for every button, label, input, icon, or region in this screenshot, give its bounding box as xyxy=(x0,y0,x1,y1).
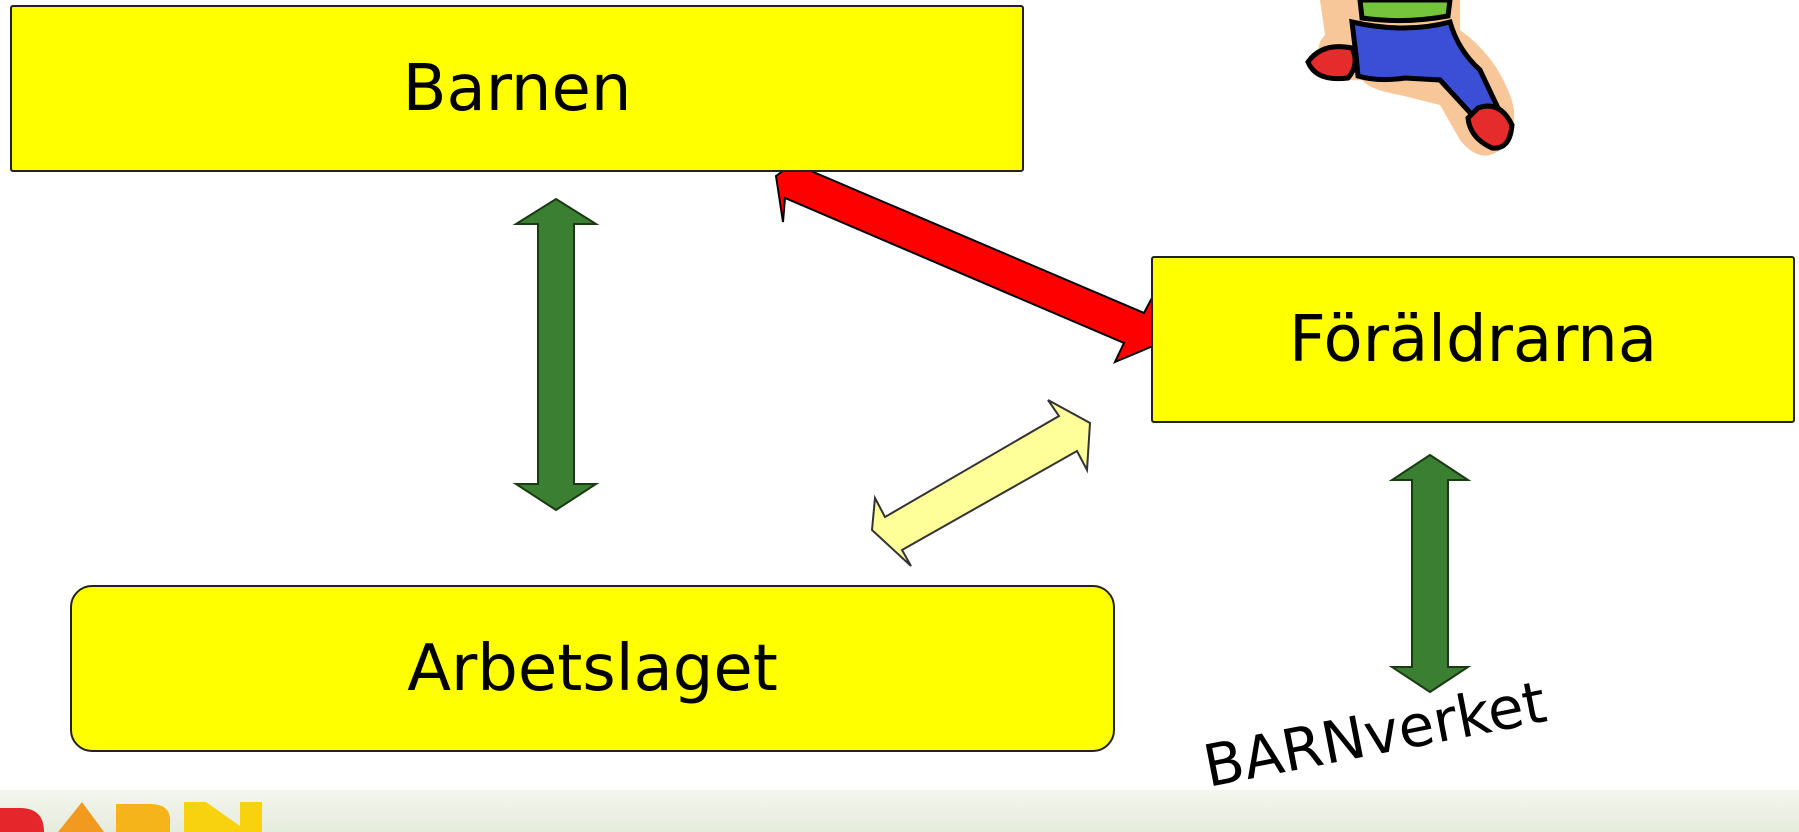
barn-logo-fragment xyxy=(0,802,262,832)
running-child-clipart xyxy=(1305,0,1515,156)
footer-band xyxy=(0,790,1799,832)
node-foraldrarna-label: Föräldrarna xyxy=(1288,302,1658,377)
arrow-barnen-arbetslaget xyxy=(512,197,600,512)
node-barnen: Barnen xyxy=(10,5,1024,172)
node-foraldrarna: Föräldrarna xyxy=(1151,256,1795,423)
node-arbetslaget: Arbetslaget xyxy=(70,585,1115,752)
arrow-arbetslaget-foraldrarna xyxy=(870,399,1092,567)
arrow-foraldrarna-barnverket xyxy=(1388,453,1472,694)
node-barnen-label: Barnen xyxy=(402,51,632,126)
node-arbetslaget-label: Arbetslaget xyxy=(407,631,778,706)
arrow-barnen-foraldrarna xyxy=(774,148,1154,364)
